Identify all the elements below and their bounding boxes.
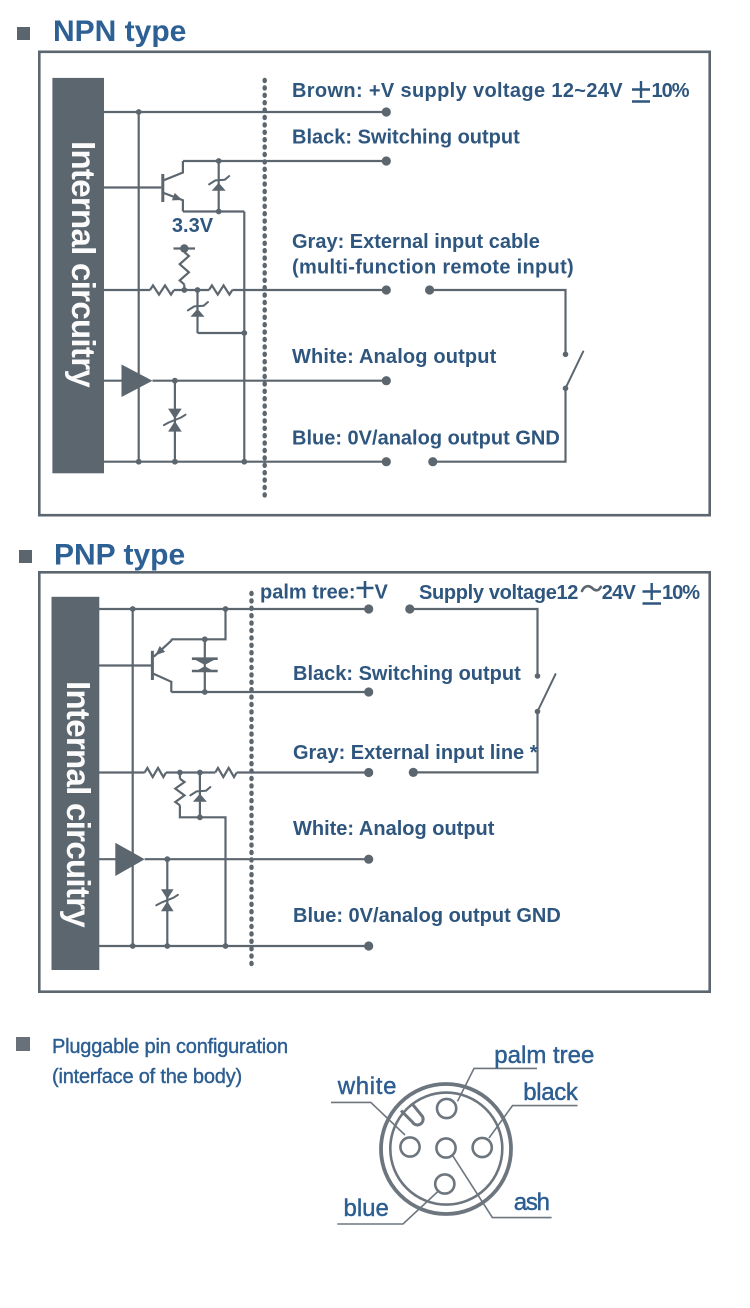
svg-text:Gray: External input line *: Gray: External input line * xyxy=(293,742,538,764)
svg-text:10%: 10% xyxy=(662,582,700,604)
svg-text:Brown: +V supply voltage 12~24: Brown: +V supply voltage 12~24V xyxy=(292,80,623,102)
svg-text:Blue: 0V/analog output GND: Blue: 0V/analog output GND xyxy=(292,428,560,450)
svg-text:(interface of the body): (interface of the body) xyxy=(52,1066,242,1088)
svg-text:PNP type: PNP type xyxy=(54,539,185,572)
svg-text:3.3V: 3.3V xyxy=(172,215,214,237)
svg-text:V: V xyxy=(375,582,389,604)
svg-text:Internal circuitry: Internal circuitry xyxy=(60,681,97,928)
svg-text:Pluggable pin configuration: Pluggable pin configuration xyxy=(52,1036,288,1058)
svg-text:(multi-function remote input): (multi-function remote input) xyxy=(292,257,574,279)
svg-text:palm tree:: palm tree: xyxy=(260,582,356,604)
svg-text:white: white xyxy=(337,1073,398,1100)
svg-text:blue: blue xyxy=(344,1195,389,1222)
svg-text:NPN type: NPN type xyxy=(53,15,186,48)
svg-text:10%: 10% xyxy=(652,80,690,102)
svg-text:White: Analog output: White: Analog output xyxy=(292,346,497,368)
svg-text:White: Analog output: White: Analog output xyxy=(293,818,495,840)
svg-text:Supply voltage12: Supply voltage12 xyxy=(419,582,578,604)
svg-text:24V: 24V xyxy=(602,582,637,604)
svg-text:black: black xyxy=(523,1079,579,1106)
svg-text:Internal circuitry: Internal circuitry xyxy=(65,141,102,388)
svg-text:palm tree: palm tree xyxy=(494,1042,594,1069)
svg-text:ash: ash xyxy=(514,1189,549,1216)
svg-text:Blue: 0V/analog output GND: Blue: 0V/analog output GND xyxy=(293,905,561,927)
svg-text:Gray: External input cable: Gray: External input cable xyxy=(292,231,540,253)
svg-text:Black: Switching output: Black: Switching output xyxy=(292,127,520,149)
svg-text:Black: Switching output: Black: Switching output xyxy=(293,663,521,685)
